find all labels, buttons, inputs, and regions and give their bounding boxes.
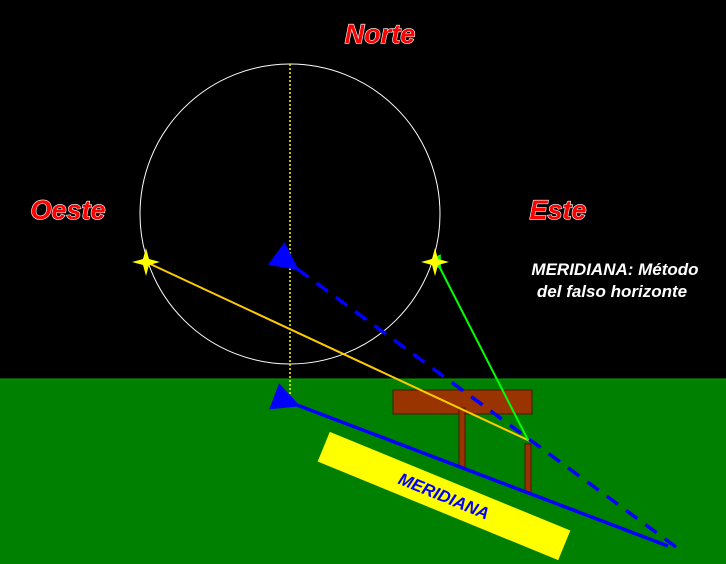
meridian-band-rect [317,431,571,561]
sun-ray-west [145,261,531,442]
east-label: Este [529,195,586,225]
meridian-line [269,383,669,548]
title-line-1: MERIDIANA: Método [531,260,698,279]
sun-ray-east [428,254,529,441]
table-leg-right [524,443,532,494]
table-leg-left [458,407,466,469]
sun-star-west-icon [132,248,160,276]
night-sky [0,0,726,379]
north-label: Norte [345,19,416,49]
title-line-2: del falso horizonte [537,282,687,301]
sun-star-east-icon [421,248,449,276]
west-label: Oeste [30,195,105,225]
false-horizon-dashed-line [267,242,678,549]
